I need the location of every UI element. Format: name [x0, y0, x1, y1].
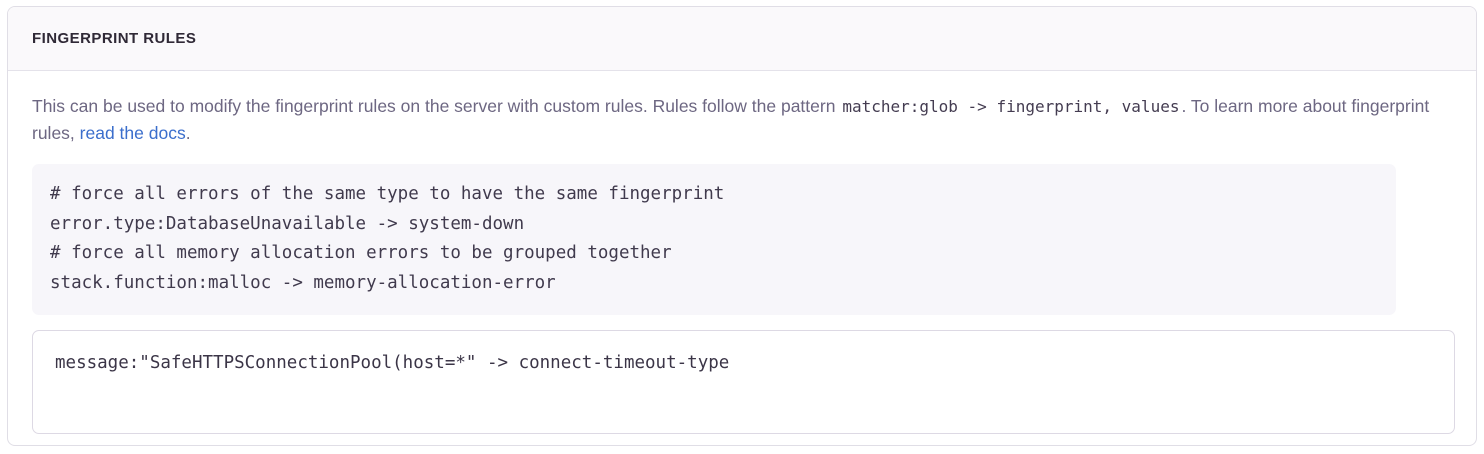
page-title: FINGERPRINT RULES — [32, 30, 197, 47]
description-text-after-code: . To learn more about fingerprint rules, — [32, 96, 1430, 143]
code-line: error.type:DatabaseUnavailable -> system… — [50, 213, 525, 234]
code-line: stack.function:malloc -> memory-allocati… — [50, 272, 556, 293]
description-text-before-code: This can be used to modify the fingerpri… — [32, 96, 841, 116]
fingerprint-rules-panel: FINGERPRINT RULES This can be used to mo… — [7, 6, 1477, 446]
inline-code-pattern: matcher:glob -> fingerprint, values — [842, 97, 1180, 116]
fingerprint-rules-input[interactable] — [32, 330, 1455, 434]
code-line: # force all errors of the same type to h… — [50, 184, 725, 204]
description-text-end: . — [185, 123, 191, 143]
panel-header: FINGERPRINT RULES — [8, 7, 1476, 71]
read-the-docs-link[interactable]: read the docs — [79, 123, 186, 143]
example-code-block: # force all errors of the same type to h… — [32, 164, 1396, 315]
panel-body: This can be used to modify the fingerpri… — [8, 71, 1476, 434]
panel-description: This can be used to modify the fingerpri… — [32, 93, 1432, 147]
code-line: # force all memory allocation errors to … — [50, 243, 672, 263]
